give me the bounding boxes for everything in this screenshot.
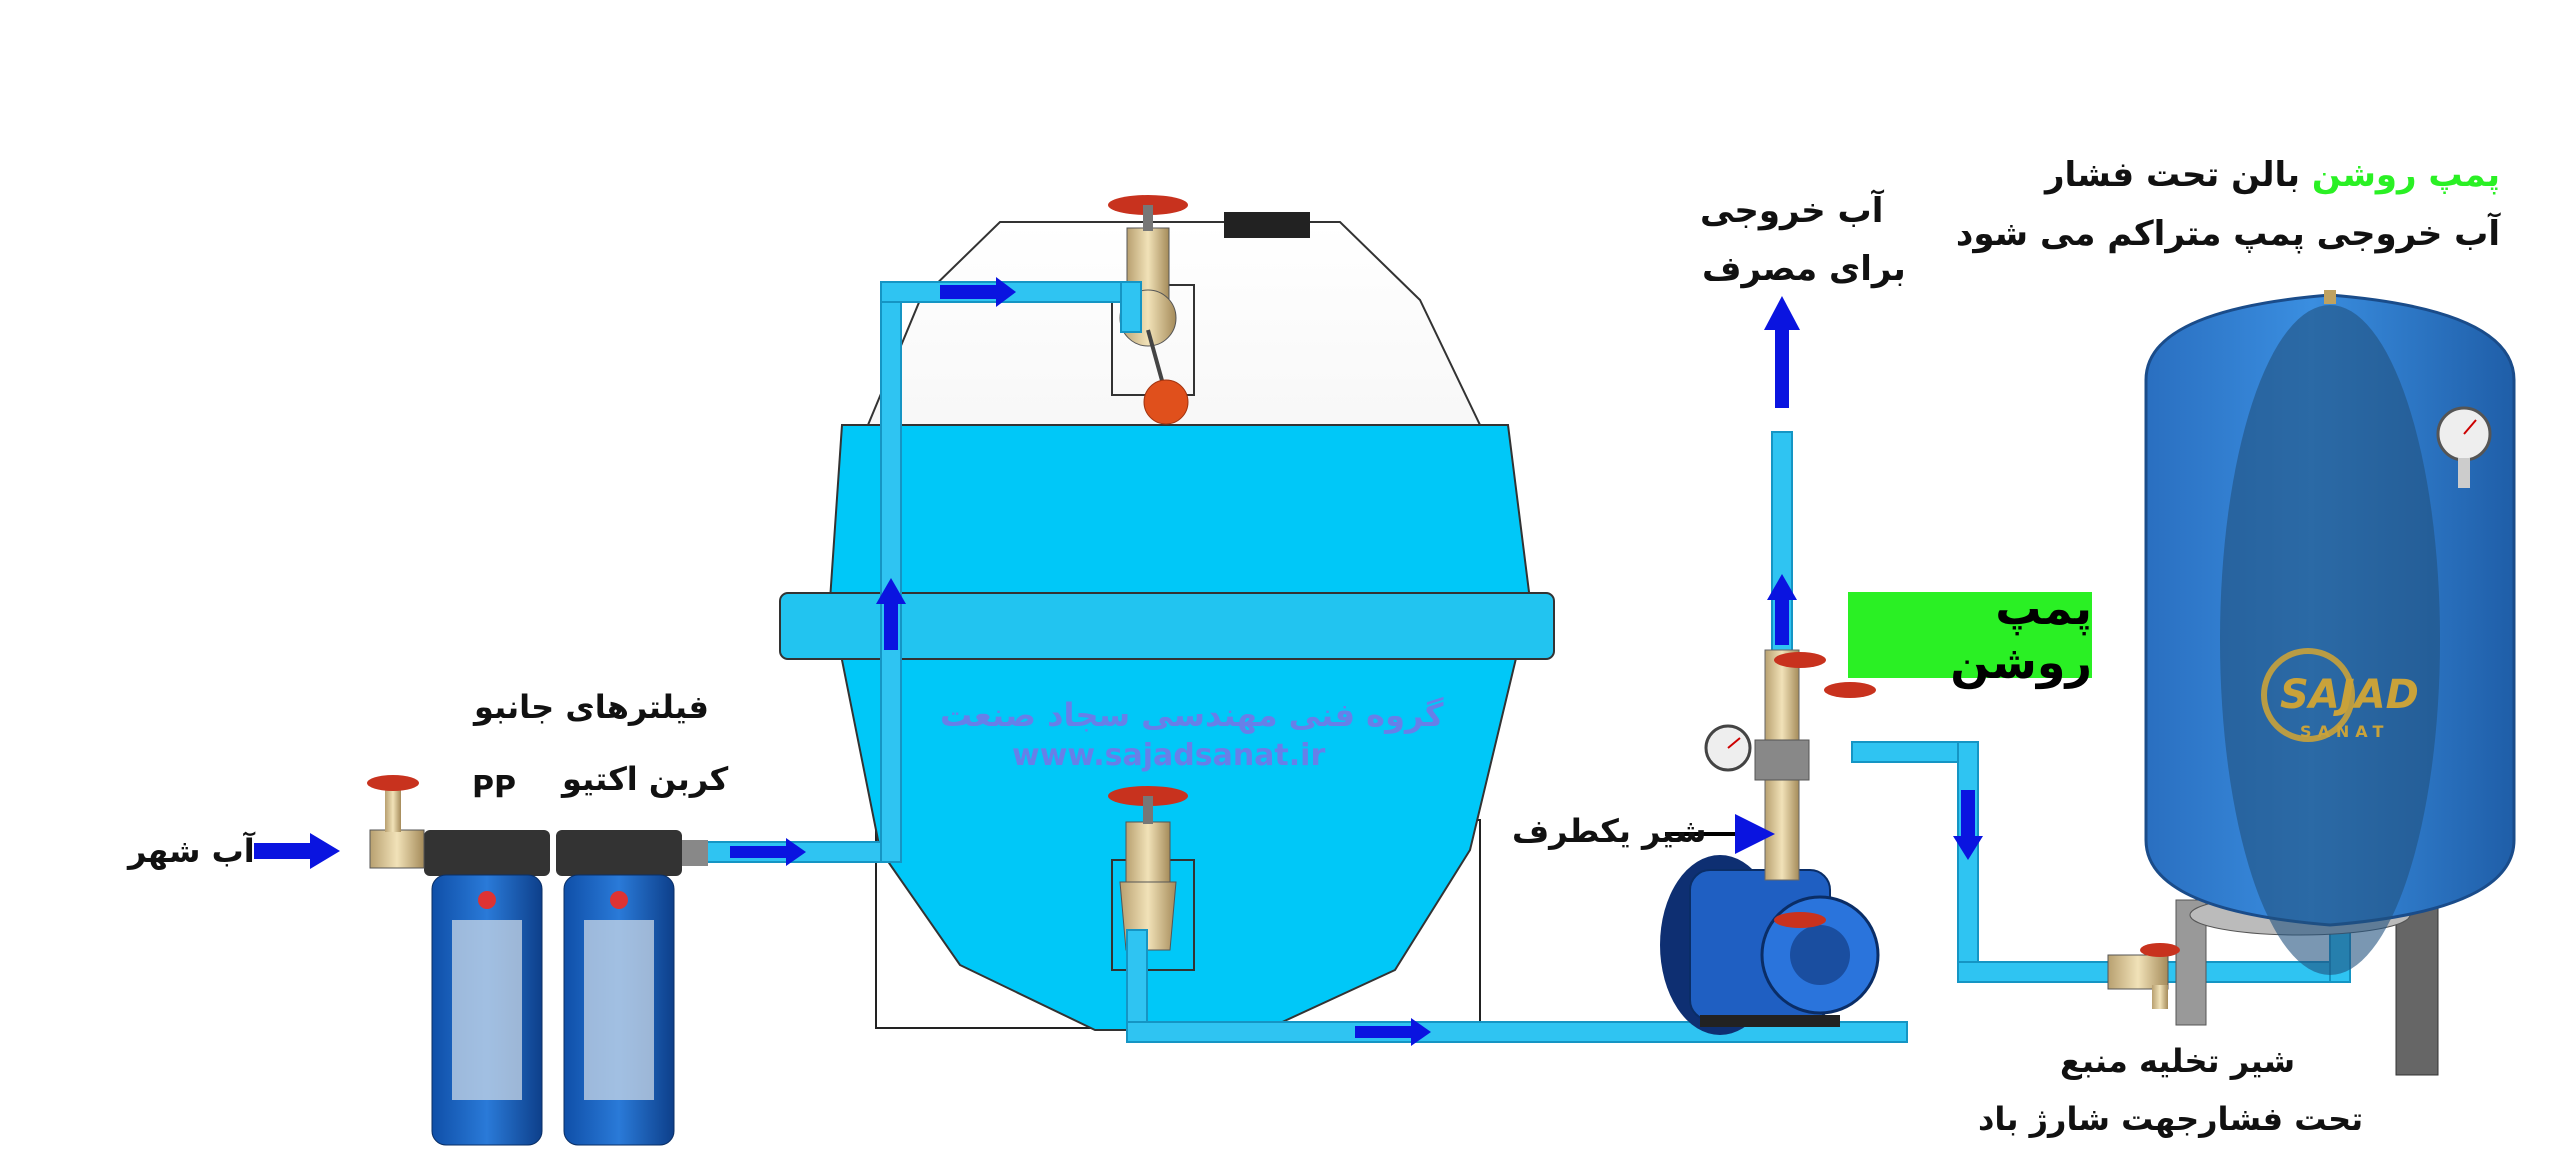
top-right-caption-line1: پمپ روشن بالن تحت فشار <box>2045 155 2500 195</box>
drain-caption-line1: شیر تخلیه منبع <box>2060 1042 2296 1080</box>
pressure-gauge-icon <box>2436 406 2492 488</box>
tank-rim <box>779 592 1555 660</box>
logo <box>2261 648 2355 742</box>
flow-arrows <box>254 277 1983 1046</box>
top-right-caption-line2: آب خروجی پمپ متراکم می شود <box>1955 214 2500 254</box>
storage-tank <box>779 195 1555 1031</box>
tank-lid <box>1224 212 1310 238</box>
filter-carbon-label: کربن اکتیو <box>562 760 729 798</box>
pipe-riser <box>880 281 902 863</box>
pump-icon <box>1660 855 1880 1035</box>
drain-valve <box>2107 943 2180 1009</box>
pipe-top-drop <box>1120 281 1142 333</box>
filter-housing-icon <box>556 830 682 1146</box>
pressure-tank-bladder <box>2220 305 2440 975</box>
gate-valve-icon <box>1108 786 1195 971</box>
flow-arrow-icon <box>730 838 806 866</box>
flow-arrow-icon <box>254 833 340 869</box>
flow-arrow-icon <box>1355 1018 1431 1046</box>
flow-arrow-icon <box>1767 574 1797 645</box>
pressure-gauge-icon <box>1704 724 1752 772</box>
filter-housing-icon <box>424 830 550 1146</box>
watermark-line1: گروه فنی مهندسی سجاد صنعت <box>940 696 1444 734</box>
filter-outlet-fitting <box>682 840 708 866</box>
flow-arrow-icon <box>876 578 906 650</box>
city-water-label: آب شهر <box>128 832 255 870</box>
outlet-caption-line1: آب خروجی <box>1700 191 1884 231</box>
pipe-to-ptank-2 <box>1957 741 1979 983</box>
pump-on-green-text: پمپ روشن <box>2311 155 2500 195</box>
outlet-caption-line2: برای مصرف <box>1702 249 1906 289</box>
flow-arrow-icon <box>940 277 1016 307</box>
drain-caption-line2: تحت فشارجهت شارژ باد <box>1978 1100 2364 1138</box>
jumbo-filters-label: فیلترهای جانبو <box>474 688 709 726</box>
filter-pp-label: PP <box>472 770 516 805</box>
pressure-tank <box>2144 290 2516 1076</box>
logo-subtext: SANAT <box>2300 722 2390 741</box>
check-valve-label: شیر یکطرف <box>1512 812 1707 850</box>
pressure-tank-text: بالن تحت فشار <box>2044 155 2301 195</box>
logo-text: SAJAD <box>2280 672 2419 718</box>
watermark-line2: www.sajadsanat.ir <box>1012 738 1326 773</box>
pump-status-badge: پمپ روشن <box>1848 581 2092 689</box>
pump-status-text: پمپ روشن <box>1950 581 2092 689</box>
check-valve <box>1754 649 1876 928</box>
gate-valve-icon <box>367 775 425 869</box>
flow-arrow-icon <box>1953 790 1983 860</box>
flow-arrow-icon <box>1764 296 1800 408</box>
